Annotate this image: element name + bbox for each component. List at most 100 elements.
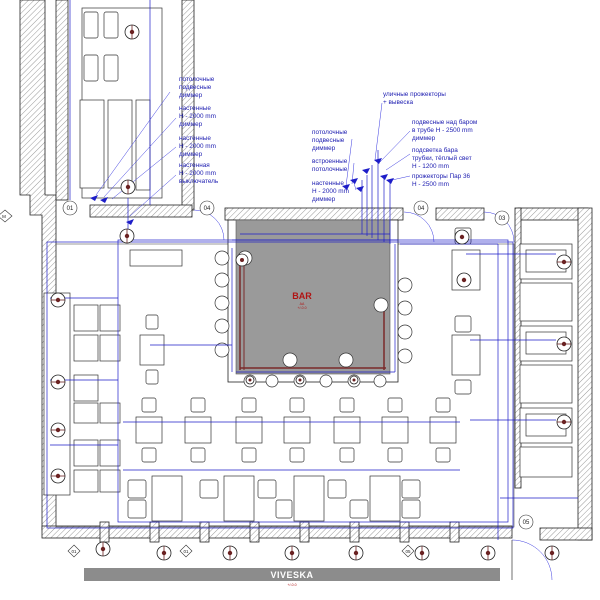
label-line: настенная xyxy=(179,162,210,169)
tag-05-diamond: 05 xyxy=(405,549,411,554)
right-tables xyxy=(451,227,573,478)
label-line: подвесные xyxy=(312,137,345,144)
bar-pendant xyxy=(349,375,359,385)
label-line: потолочные xyxy=(312,129,348,136)
bar-pendant xyxy=(295,375,305,385)
label-line: H - 2500 mm xyxy=(412,181,449,188)
top-wall-right xyxy=(435,207,485,221)
corridor-wall-left xyxy=(55,0,69,201)
bar-zone xyxy=(235,219,391,375)
facade-column xyxy=(199,521,210,543)
viveska-sign: VIVESKA +/-0.0 xyxy=(84,568,500,587)
label-line: потолочные xyxy=(312,166,348,173)
wall-lamp xyxy=(119,228,135,244)
street-spot xyxy=(222,545,238,561)
label-group-right: уличные прожекторы + вывеска подвесные н… xyxy=(383,91,477,188)
label-line: H - 2000 mm xyxy=(179,170,216,177)
facade-column xyxy=(399,521,410,543)
bar-pendant xyxy=(245,375,255,385)
bottom-wall xyxy=(41,525,513,539)
label-line: диммер xyxy=(312,145,336,152)
label-line: подвесные над баром xyxy=(412,118,477,126)
label-line: настенные xyxy=(179,105,211,112)
label-line: H - 1200 mm xyxy=(412,163,449,170)
tag-01-diamond: 01 xyxy=(71,549,77,554)
label-line: H - 2000 mm xyxy=(312,188,349,195)
street-spot xyxy=(284,545,300,561)
bar-pendant xyxy=(235,253,249,267)
light-fixtures xyxy=(50,24,572,561)
wall-lamp xyxy=(50,292,66,308)
wall-lamp xyxy=(556,336,572,352)
walls xyxy=(19,0,593,581)
label-line: диммер xyxy=(179,121,203,128)
wall-lamp xyxy=(120,179,136,195)
bar-title: BAR xyxy=(292,291,312,301)
label-line: диммер xyxy=(312,196,336,203)
facade-column xyxy=(99,521,110,543)
label-line: диммер xyxy=(179,92,203,99)
facade-column xyxy=(449,521,460,543)
wall-lamp xyxy=(124,24,140,40)
label-line: уличные прожекторы xyxy=(383,91,446,98)
tag-05: 05 xyxy=(523,520,530,526)
label-line: выключатель xyxy=(179,178,219,185)
label-line: в трубе H - 2500 mm xyxy=(412,126,473,134)
corridor-furniture xyxy=(79,7,163,199)
label-line: настенные xyxy=(312,180,344,187)
wall-lamp xyxy=(454,229,470,245)
street-spot xyxy=(544,545,560,561)
wall-lamp xyxy=(556,254,572,270)
wall-lamp xyxy=(50,468,66,484)
tag-04-left: 04 xyxy=(204,206,211,212)
right-wall xyxy=(577,207,593,541)
wall-lamp xyxy=(50,374,66,390)
sign-title: VIVESKA xyxy=(270,570,313,580)
label-group-left: потолочные подвесные диммер настенные H … xyxy=(179,76,219,185)
bar-level: +/-0.0 xyxy=(297,306,306,310)
label-line: подсветка бара xyxy=(412,146,458,154)
top-wall-left xyxy=(89,204,193,218)
bottom-wall-right xyxy=(539,527,593,541)
wall-lamp xyxy=(556,414,572,430)
tag-01: 01 xyxy=(67,206,74,212)
street-spot xyxy=(414,545,430,561)
top-wall-far xyxy=(517,207,589,221)
label-line: встроенные xyxy=(312,158,348,165)
wall-lamp xyxy=(456,272,472,288)
bar-subtitle: AA xyxy=(300,302,305,306)
label-line: настенные xyxy=(179,135,211,142)
left-booths xyxy=(43,249,183,496)
street-spot xyxy=(480,545,496,561)
facade-column xyxy=(349,521,360,543)
label-line: прожекторы Пар 36 xyxy=(412,173,471,180)
label-line: диммер xyxy=(179,151,203,158)
sign-level: +/-0.0 xyxy=(287,583,296,587)
label-line: трубки, тёплый свет xyxy=(412,154,472,162)
tag-01-diamond-2: 01 xyxy=(183,549,189,554)
label-line: подвесные xyxy=(179,84,212,91)
tag-03: 03 xyxy=(499,216,506,222)
facade-column xyxy=(149,521,160,543)
wall-lamp xyxy=(50,422,66,438)
top-wall-mid xyxy=(224,207,404,221)
label-line: H - 2000 mm xyxy=(179,113,216,120)
label-line: диммер xyxy=(412,135,436,142)
bar-area: BAR AA +/-0.0 xyxy=(214,219,413,388)
label-line: H - 2000 mm xyxy=(179,143,216,150)
tag-m: M xyxy=(2,214,6,219)
tag-04-right: 04 xyxy=(418,206,425,212)
street-spot xyxy=(156,545,172,561)
label-line: потолочные xyxy=(179,76,215,83)
tag-markers: 01 04 04 03 05 01 01 05 M xyxy=(0,200,534,558)
wiring xyxy=(46,0,578,540)
center-tables xyxy=(127,314,457,522)
label-group-mid: потолочные подвесные диммер встроенные п… xyxy=(312,129,349,203)
label-arrows xyxy=(90,158,394,225)
facade-column xyxy=(249,521,260,543)
label-line: + вывеска xyxy=(383,99,414,106)
street-spot xyxy=(95,541,111,557)
street-spot xyxy=(348,545,364,561)
facade-column xyxy=(299,521,310,543)
